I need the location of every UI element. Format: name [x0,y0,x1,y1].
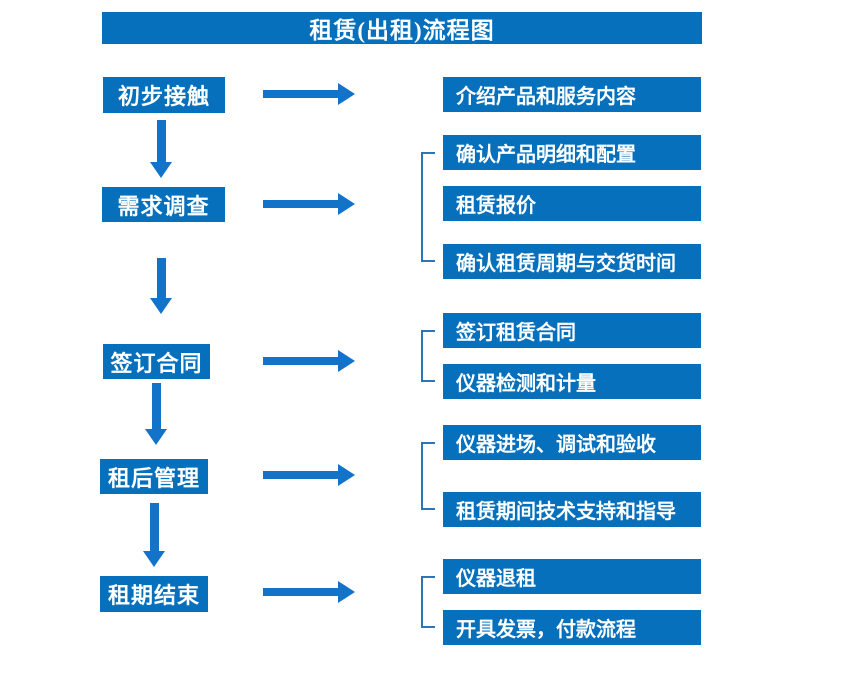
step-box-post-rental-management: 租后管理 [100,459,208,494]
arrow-shaft [149,503,159,551]
right-arrow-icon [263,193,355,215]
arrow-head [338,83,355,105]
detail-box-introduce-products: 介绍产品和服务内容 [443,77,701,112]
down-arrow-icon [150,258,172,314]
detail-box-instrument-inspection: 仪器检测和计量 [443,364,701,399]
group-bracket [421,330,435,382]
detail-box-tech-support: 租赁期间技术支持和指导 [443,492,701,527]
group-bracket [421,152,435,262]
detail-box-invoice-payment: 开具发票，付款流程 [443,610,701,645]
right-arrow-icon [263,350,355,372]
right-arrow-icon [263,83,355,105]
arrow-shaft [151,383,161,429]
arrow-head [145,429,167,445]
arrow-head [338,350,355,372]
arrow-head [150,298,172,314]
down-arrow-icon [150,120,172,178]
detail-box-rental-quote: 租赁报价 [443,186,701,221]
arrow-shaft [263,588,338,596]
title-bar: 租赁(出租)流程图 [102,12,702,44]
step-box-rental-end: 租期结束 [100,576,208,612]
group-bracket [421,576,435,628]
group-bracket [421,442,435,510]
arrow-shaft [263,357,338,365]
step-box-needs-survey: 需求调查 [102,187,225,222]
arrow-shaft [156,120,166,162]
arrow-shaft [156,258,166,298]
detail-box-instrument-return: 仪器退租 [443,559,701,594]
detail-box-confirm-product-config: 确认产品明细和配置 [443,135,701,170]
arrow-head [143,551,165,567]
arrow-head [338,193,355,215]
arrow-head [338,581,355,603]
page-title: 租赁(出租)流程图 [309,18,495,43]
arrow-shaft [263,471,338,479]
down-arrow-icon [143,503,165,567]
detail-box-instrument-setup-acceptance: 仪器进场、调试和验收 [443,425,701,460]
step-box-sign-contract: 签订合同 [103,344,210,379]
arrow-head [338,464,355,486]
down-arrow-icon [145,383,167,445]
detail-box-sign-rental-contract: 签订租赁合同 [443,313,701,348]
arrow-head [150,162,172,178]
detail-box-confirm-rental-period: 确认租赁周期与交货时间 [443,244,701,279]
right-arrow-icon [263,581,355,603]
arrow-shaft [263,90,338,98]
right-arrow-icon [263,464,355,486]
step-box-initial-contact: 初步接触 [103,77,225,113]
arrow-shaft [263,200,338,208]
